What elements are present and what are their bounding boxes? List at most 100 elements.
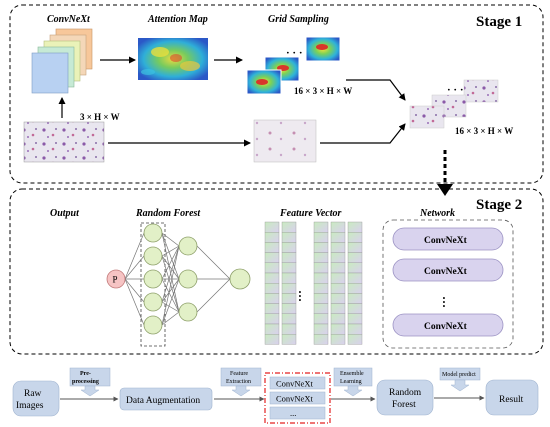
svg-text:Data Augmentation: Data Augmentation [126,396,200,406]
svg-text:ConvNeXt: ConvNeXt [276,379,313,389]
fv-cell-c4-r1 [330,221,346,233]
fv-cell-c5-r5 [347,262,363,274]
fv-cell-c1-r9 [264,303,280,315]
fv-cell-c3-r2 [313,231,329,243]
grid-ellipsis: · · · [286,47,303,59]
fv-cell-c1-r2 [264,231,280,243]
arrow-sampled-to-output [320,123,406,144]
rf-node-layer2-2 [178,269,198,289]
network-ellipsis: ··· [437,296,451,308]
stage1-panel: Stage 1 ConvNeXt Attention Map Grid Samp… [9,4,544,184]
fv-cell-c3-r10 [313,313,329,325]
svg-text:ConvNeXt: ConvNeXt [424,236,468,246]
svg-text:ConvNeXt: ConvNeXt [424,267,468,277]
fv-cell-c2-r1 [281,221,297,233]
fv-cell-c2-r11 [281,323,297,335]
fv-cell-c1-r10 [264,313,280,325]
fv-cell-c5-r4 [347,252,363,264]
convnext-label: ConvNeXt [47,14,91,25]
fv-cell-c4-r5 [330,262,346,274]
fv-cell-c4-r8 [330,293,346,304]
pipeline: Raw Images Pre- processing Data Augmenta… [12,367,539,424]
fv-cell-c2-r10 [281,313,297,325]
fv-cell-c3-r8 [313,293,329,304]
attention-map-image [138,38,208,80]
rf-node-layer1-5 [143,315,163,335]
fv-cell-c3-r11 [313,323,329,335]
fv-cell-c4-r4 [330,252,346,264]
model-group-frame [264,372,331,424]
fv-ellipsis: ··· [293,290,307,302]
fv-cell-c3-r1 [313,221,329,233]
fv-cell-c2-r12 [281,334,297,345]
raw-images-box [12,380,60,417]
stage1-title: Stage 1 [476,14,522,30]
fv-cell-c4-r6 [330,272,346,284]
fv-cell-c1-r5 [264,262,280,274]
fv-cell-c3-r6 [313,272,329,284]
fv-cell-c3-r5 [313,262,329,274]
rf-node-layer2-1 [178,236,198,256]
fv-cell-c2-r4 [281,252,297,264]
fv-cell-c3-r3 [313,242,329,253]
stage2-title: Stage 2 [476,197,522,213]
fv-cell-c2-r3 [281,242,297,253]
fv-cell-c4-r12 [330,334,346,345]
network-label: Network [419,208,455,219]
fv-cell-c4-r9 [330,303,346,315]
svg-text:ConvNeXt: ConvNeXt [424,322,468,332]
feature-vector-label: Feature Vector [279,208,341,219]
pipeline-convnext-2 [269,391,326,405]
sampled-image [253,119,317,163]
grid-dimension: 16 × 3 × H × W [294,86,352,96]
rf-edges [124,232,231,326]
svg-text:· · ·: · · · [447,84,464,96]
fv-cell-c5-r1 [347,221,363,233]
data-augmentation-box [119,387,213,411]
svg-text:Feature: Feature [230,371,248,377]
grid-sampling-tiles: · · · [246,36,341,95]
fv-cell-c3-r9 [313,303,329,315]
raw-images-line1: Raw [24,389,42,399]
fv-cell-c5-r11 [347,323,363,335]
fv-cell-c3-r7 [313,283,329,294]
output-label: Output [50,208,80,219]
fv-cell-c1-r4 [264,252,280,264]
svg-text:Random: Random [389,388,422,398]
fv-cell-c5-r9 [347,303,363,315]
fv-cell-c1-r6 [264,272,280,284]
output-node-p [106,269,126,289]
rf-nodes [143,223,251,335]
result-box [485,379,539,416]
fv-cell-c3-r12 [313,334,329,345]
rf-node-layer2-3 [178,302,198,322]
input-image [23,121,105,163]
fv-cell-c1-r8 [264,293,280,304]
fv-cell-c1-r3 [264,242,280,253]
network-convnext-3: ConvNeXt [392,313,504,337]
fv-cell-c4-r3 [330,242,346,253]
fv-cell-c4-r10 [330,313,346,325]
fv-cell-c5-r6 [347,272,363,284]
rf-node-layer1-3 [143,269,163,289]
fv-cell-c5-r12 [347,334,363,345]
random-forest-box [376,379,434,416]
input-dimension: 3 × H × W [80,112,120,122]
output-dimension: 16 × 3 × H × W [455,126,513,136]
output-tiles: · · · [409,79,499,129]
convnext-stack-icon [31,28,93,94]
rf-node-layer1-1 [143,223,163,243]
fv-cell-c2-r9 [281,303,297,315]
svg-text:Pre-: Pre- [80,371,91,377]
rf-node-layer1-2 [143,246,163,266]
network-convnext-1: ConvNeXt [392,227,504,251]
fv-cell-c5-r2 [347,231,363,243]
rf-node-input [229,268,251,290]
raw-images-line2: Images [16,401,44,411]
svg-text:Ensemble: Ensemble [340,371,364,377]
svg-text:Learning: Learning [340,379,362,385]
fv-cell-c2-r6 [281,272,297,284]
svg-text:Forest: Forest [392,400,416,410]
pipeline-convnext-3 [269,406,326,420]
